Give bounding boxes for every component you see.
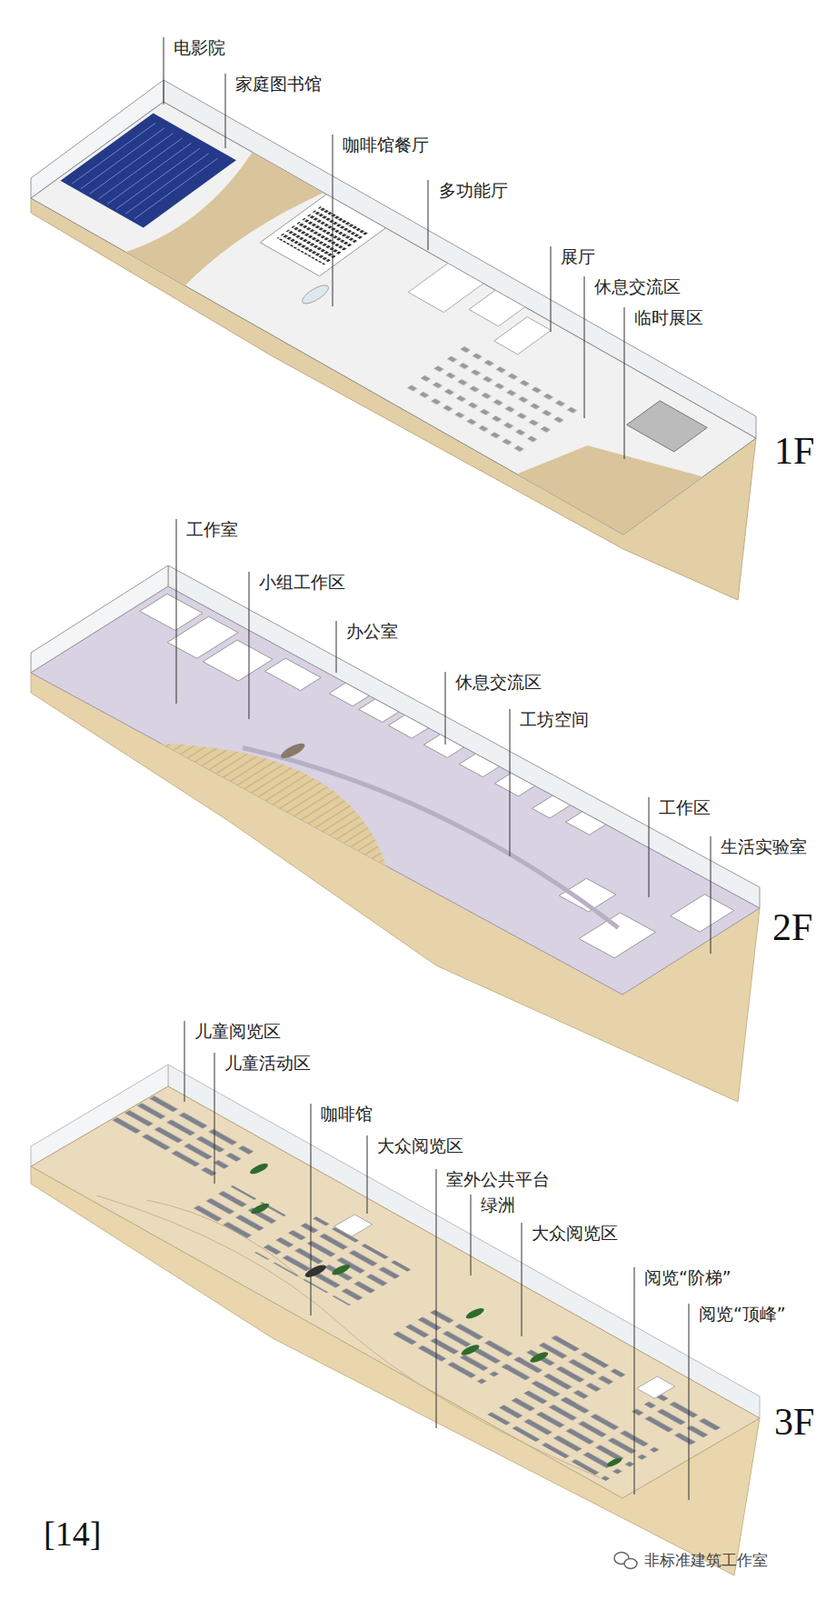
area-label: 工作室 [184,518,240,540]
area-label: 工作区 [656,796,713,818]
area-label: 休息交流区 [592,276,683,298]
area-label: 绿洲 [478,1194,518,1215]
floor-2 [30,565,760,1102]
wechat-icon [614,1552,637,1569]
area-label: 家庭图书馆 [233,73,324,95]
area-label: 休息交流区 [453,671,544,693]
area-label: 咖啡馆 [318,1103,375,1125]
area-label: 办公室 [344,620,400,642]
floor-label: 2F [770,904,815,950]
area-label: 儿童阅览区 [192,1020,283,1042]
watermark: 非标准建筑工作室 [642,1550,770,1569]
area-label: 小组工作区 [257,571,348,593]
area-label: 阅览“阶梯” [642,1266,734,1288]
area-label: 临时展区 [632,307,706,329]
area-label: 展厅 [558,246,598,268]
area-label: 多功能厅 [437,179,510,201]
area-label: 电影院 [171,37,228,59]
floor-1 [30,79,757,600]
area-label: 阅览“顶峰” [696,1303,788,1324]
area-label: 生活实验室 [718,836,809,857]
area-label: 咖啡馆餐厅 [340,134,431,156]
floor-label: 3F [772,1398,817,1444]
floor-3 [29,1064,760,1575]
leader-lines [163,37,711,1500]
area-label: 大众阅览区 [529,1222,620,1244]
floor-label: 1F [772,427,817,474]
area-label: 儿童活动区 [222,1052,313,1074]
area-label: 工坊空间 [517,708,591,730]
area-label: 大众阅览区 [375,1134,466,1156]
floor-label: [14] [41,1512,103,1555]
area-label: 室外公共平台 [444,1168,552,1190]
